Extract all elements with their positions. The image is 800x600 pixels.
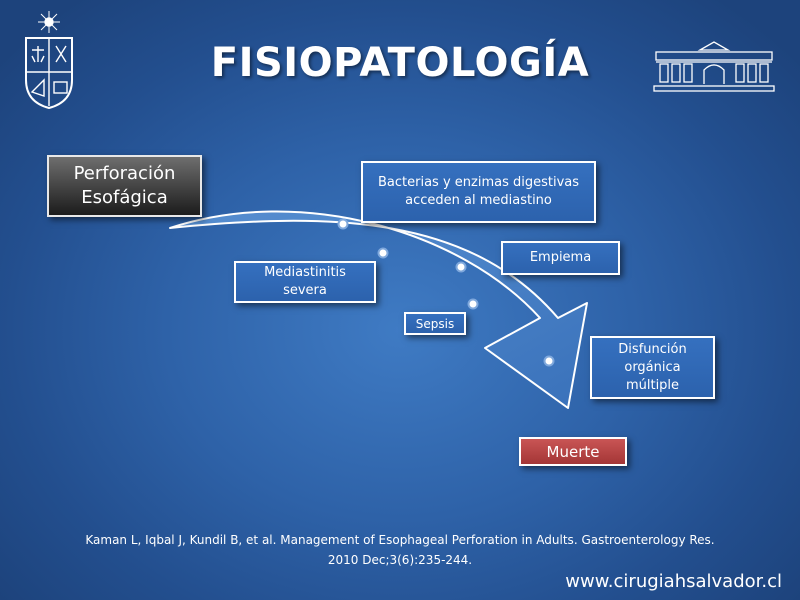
- node-perforacion-line-2: Esofágica: [81, 187, 168, 208]
- node-empiema-label: Empiema: [529, 250, 592, 265]
- node-bacterias: Bacterias y enzimas digestivas acceden a…: [361, 161, 596, 223]
- node-bacterias-line-1: Bacterias y enzimas digestivas: [377, 175, 580, 190]
- node-mediastinitis-line-1: Mediastinitis: [264, 265, 346, 280]
- connector-dot-bacterias: [337, 218, 349, 230]
- connector-dot-mediastinitis: [377, 247, 389, 259]
- node-mediastinitis-line-2: severa: [283, 283, 327, 298]
- node-muerte-label: Muerte: [546, 442, 600, 461]
- citation: Kaman L, Iqbal J, Kundil B, et al. Manag…: [40, 530, 760, 570]
- node-disfuncion-line-3: múltiple: [625, 377, 680, 393]
- node-sepsis-label: Sepsis: [415, 316, 455, 331]
- node-disfuncion-organica: Disfunción orgánica múltiple: [590, 336, 715, 399]
- node-mediastinitis: Mediastinitis severa: [234, 261, 376, 303]
- node-perforacion-esofagica: Perforación Esofágica: [47, 155, 202, 217]
- node-empiema: Empiema: [501, 241, 620, 275]
- website-url: www.cirugiahsalvador.cl: [565, 571, 782, 592]
- node-muerte: Muerte: [519, 437, 627, 466]
- arrow-body: [169, 210, 588, 409]
- node-sepsis: Sepsis: [404, 312, 466, 335]
- node-bacterias-line-2: acceden al mediastino: [405, 193, 552, 208]
- connector-dot-empiema: [455, 261, 467, 273]
- node-disfuncion-line-1: Disfunción: [618, 341, 687, 357]
- citation-line-2: 2010 Dec;3(6):235-244.: [327, 553, 473, 567]
- university-seal-icon: [25, 11, 73, 110]
- building-facade-icon: [653, 41, 775, 92]
- citation-line-1: Kaman L, Iqbal J, Kundil B, et al. Manag…: [85, 533, 715, 547]
- node-disfuncion-line-2: orgánica: [624, 359, 681, 375]
- connector-dot-sepsis: [467, 298, 479, 310]
- connector-dot-disfuncion: [543, 355, 555, 367]
- node-perforacion-line-1: Perforación: [73, 163, 176, 184]
- slide-title: FISIOPATOLOGÍA: [210, 40, 590, 86]
